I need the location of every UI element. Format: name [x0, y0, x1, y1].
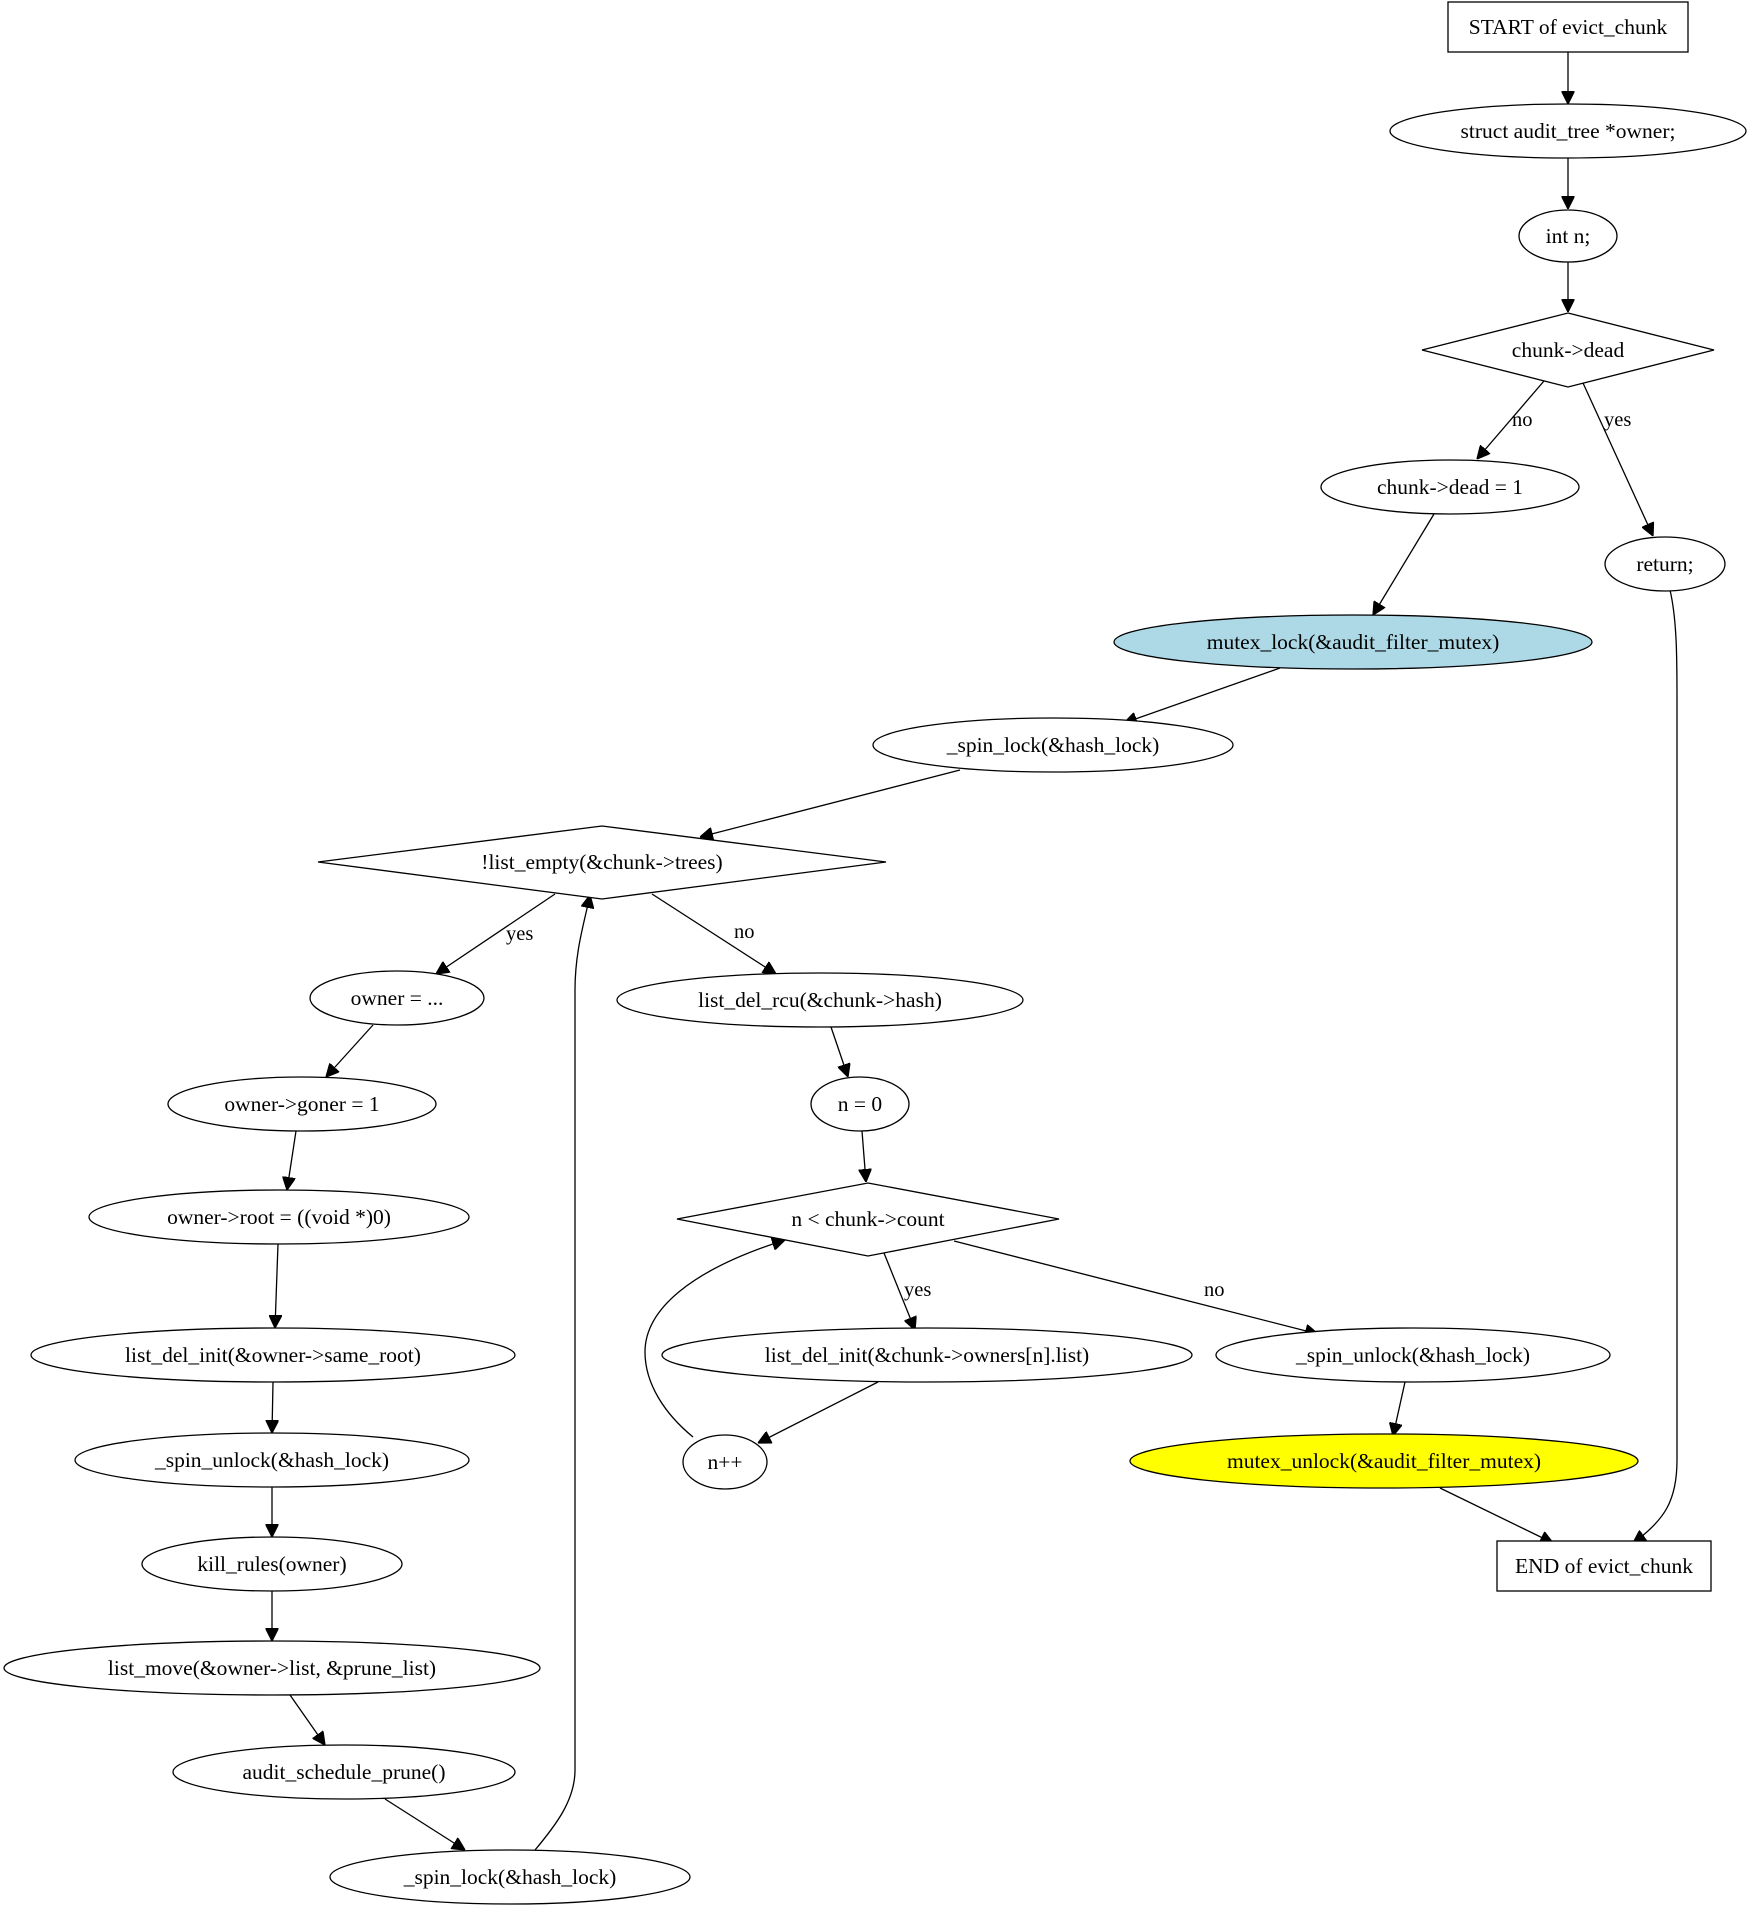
node-decl-n-label: int n; [1546, 224, 1591, 248]
node-kill-rules: kill_rules(owner) [141, 1536, 403, 1592]
node-list-del-same-root-label: list_del_init(&owner->same_root) [125, 1343, 421, 1367]
node-return: return; [1604, 536, 1726, 592]
node-decl-owner: struct audit_tree *owner; [1389, 103, 1747, 159]
node-decl-owner-label: struct audit_tree *owner; [1461, 119, 1676, 143]
node-owner-root-label: owner->root = ((void *)0) [167, 1205, 391, 1229]
node-return-label: return; [1636, 552, 1693, 576]
node-schedule-prune-label: audit_schedule_prune() [243, 1760, 446, 1784]
node-spin-lock-2-label: _spin_lock(&hash_lock) [403, 1865, 617, 1889]
node-list-del-rcu: list_del_rcu(&chunk->hash) [616, 972, 1024, 1028]
node-mutex-unlock-label: mutex_unlock(&audit_filter_mutex) [1227, 1449, 1541, 1473]
edge-label-no-count: no [1204, 1279, 1225, 1301]
node-spin-lock-1-label: _spin_lock(&hash_lock) [946, 733, 1160, 757]
edge-spin-lock-2-to-cond-trees [534, 895, 590, 1851]
node-owner-goner: owner->goner = 1 [167, 1076, 437, 1132]
node-list-del-rcu-label: list_del_rcu(&chunk->hash) [698, 988, 942, 1012]
node-owner-assign: owner = ... [309, 970, 485, 1026]
node-set-dead: chunk->dead = 1 [1320, 459, 1580, 515]
edge-label-yes-dead: yes [1604, 409, 1631, 431]
edge-n-zero-to-cond-count [862, 1130, 866, 1182]
node-schedule-prune: audit_schedule_prune() [172, 1744, 516, 1800]
node-set-dead-label: chunk->dead = 1 [1377, 475, 1523, 499]
node-start-label: START of evict_chunk [1469, 15, 1668, 39]
edge-schedule-prune-to-spin-lock-2 [384, 1798, 465, 1850]
edge-label-yes-count: yes [904, 1279, 931, 1301]
node-cond-count-label: n < chunk->count [791, 1207, 944, 1231]
edge-set-dead-to-mutex-lock [1373, 513, 1435, 615]
edge-cond-dead-to-set-dead [1477, 380, 1545, 459]
node-cond-dead-label: chunk->dead [1512, 338, 1625, 362]
node-end-label: END of evict_chunk [1515, 1554, 1693, 1578]
node-kill-rules-label: kill_rules(owner) [197, 1552, 346, 1576]
edge-list-del-same-root-to-spin-unlock-1 [272, 1381, 273, 1433]
node-cond-trees-label: !list_empty(&chunk->trees) [481, 850, 722, 874]
node-n-inc-label: n++ [707, 1450, 742, 1474]
node-list-move: list_move(&owner->list, &prune_list) [3, 1640, 541, 1696]
node-cond-trees: !list_empty(&chunk->trees) [317, 825, 887, 900]
edge-owner-root-to-list-del-same-root [275, 1243, 278, 1328]
node-spin-lock-2: _spin_lock(&hash_lock) [329, 1849, 691, 1905]
edge-mutex-unlock-to-end [1439, 1487, 1553, 1543]
node-start: START of evict_chunk [1447, 1, 1689, 53]
node-spin-lock-1: _spin_lock(&hash_lock) [872, 717, 1234, 773]
edge-n-inc-to-cond-count [644, 1240, 785, 1438]
edge-list-move-to-schedule-prune [289, 1694, 325, 1745]
node-n-zero-label: n = 0 [838, 1092, 882, 1116]
edge-label-no-trees: no [734, 921, 755, 943]
node-mutex-lock-label: mutex_lock(&audit_filter_mutex) [1207, 630, 1500, 654]
edge-cond-count-to-spin-unlock-2 [953, 1240, 1318, 1334]
edge-list-del-rcu-to-n-zero [830, 1026, 848, 1077]
edge-owner-goner-to-owner-root [287, 1130, 297, 1190]
node-owner-goner-label: owner->goner = 1 [224, 1092, 379, 1116]
node-list-del-same-root: list_del_init(&owner->same_root) [30, 1327, 516, 1383]
edge-owner-assign-to-owner-goner [326, 1024, 374, 1077]
node-n-inc: n++ [682, 1434, 768, 1490]
edge-mutex-lock-to-spin-lock-1 [1124, 667, 1281, 723]
node-decl-n: int n; [1518, 209, 1618, 263]
node-list-del-owners-label: list_del_init(&chunk->owners[n].list) [765, 1343, 1089, 1367]
node-mutex-lock: mutex_lock(&audit_filter_mutex) [1113, 614, 1593, 670]
edge-label-yes-trees: yes [506, 923, 533, 945]
node-owner-assign-label: owner = ... [351, 986, 444, 1010]
node-end: END of evict_chunk [1496, 1540, 1712, 1592]
edge-list-del-owners-to-n-inc [758, 1381, 879, 1443]
node-list-move-label: list_move(&owner->list, &prune_list) [108, 1656, 436, 1680]
node-spin-unlock-2-label: _spin_unlock(&hash_lock) [1295, 1343, 1530, 1367]
node-cond-count: n < chunk->count [676, 1182, 1060, 1257]
node-mutex-unlock: mutex_unlock(&audit_filter_mutex) [1129, 1433, 1639, 1489]
node-spin-unlock-1: _spin_unlock(&hash_lock) [74, 1432, 470, 1488]
edge-cond-dead-to-return [1582, 382, 1653, 536]
edge-cond-trees-to-list-del-rcu [651, 893, 776, 974]
node-spin-unlock-2: _spin_unlock(&hash_lock) [1215, 1327, 1611, 1383]
edge-spin-lock-1-to-cond-trees [700, 769, 961, 837]
edge-label-no-dead: no [1512, 409, 1533, 431]
edge-spin-unlock-2-to-mutex-unlock [1393, 1381, 1406, 1436]
edge-cond-trees-to-owner-assign [436, 893, 556, 974]
node-n-zero: n = 0 [810, 1076, 910, 1132]
edge-return-to-end [1633, 589, 1678, 1543]
edge-cond-count-to-list-del-owners [883, 1252, 915, 1330]
node-cond-dead: chunk->dead [1421, 312, 1715, 388]
node-owner-root: owner->root = ((void *)0) [88, 1189, 470, 1245]
node-list-del-owners: list_del_init(&chunk->owners[n].list) [661, 1327, 1193, 1383]
node-spin-unlock-1-label: _spin_unlock(&hash_lock) [154, 1448, 389, 1472]
